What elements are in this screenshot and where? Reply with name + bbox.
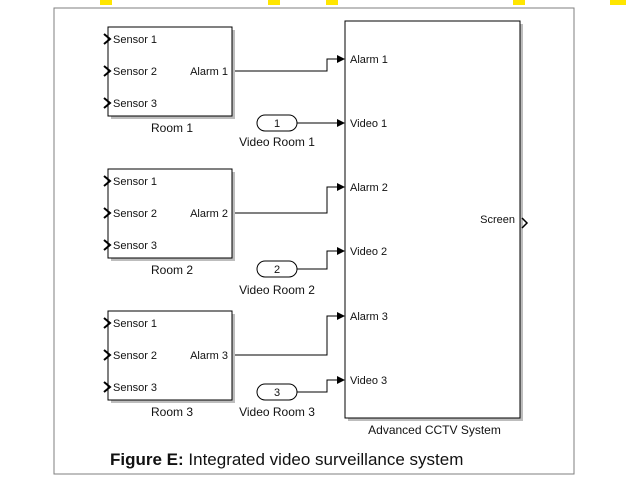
room-block-name: Room 2 — [151, 263, 193, 277]
room-block-3[interactable]: Sensor 1 Sensor 2 Sensor 3 Alarm 3 Room 3 — [103, 310, 235, 419]
video-signal-line — [297, 376, 345, 393]
cctv-input-label: Alarm 1 — [350, 54, 388, 66]
block-body — [107, 310, 233, 401]
cctv-input-label: Video 1 — [350, 118, 387, 130]
room-block-name: Room 1 — [151, 121, 193, 135]
video-signal-line — [297, 247, 345, 270]
cctv-output-label: Screen — [480, 214, 515, 226]
inport-name: Video Room 1 — [239, 135, 315, 149]
inport-number: 1 — [274, 118, 280, 130]
alarm-signal-line — [232, 183, 345, 214]
highlight-mark — [268, 0, 280, 5]
caption-label: Figure E: — [110, 450, 184, 469]
input-port-label: Sensor 1 — [113, 176, 157, 188]
inport-oval — [256, 383, 298, 401]
highlight-mark — [610, 0, 626, 5]
alarm-signal-line — [232, 55, 345, 72]
inport-name: Video Room 2 — [239, 283, 315, 297]
highlight-mark — [100, 0, 112, 5]
alarm-signal-line — [232, 312, 345, 356]
highlight-mark — [326, 0, 338, 5]
room-block-name: Room 3 — [151, 405, 193, 419]
inport-name: Video Room 3 — [239, 405, 315, 419]
input-port-label: Sensor 2 — [113, 208, 157, 220]
inport-chevron-icon — [103, 239, 112, 251]
cctv-block-name: Advanced CCTV System — [368, 423, 501, 437]
inport-chevron-icon — [103, 317, 112, 329]
inport-chevron-icon — [103, 381, 112, 393]
output-port-label: Alarm 3 — [190, 350, 228, 362]
block-body — [344, 20, 521, 419]
cctv-block[interactable]: Alarm 1 Video 1 Alarm 2 Video 2 Alarm 3 Video… — [344, 20, 529, 437]
inport-oval — [256, 114, 298, 132]
room-block-2[interactable]: Sensor 1 Sensor 2 Sensor 3 Alarm 2 Room 2 — [103, 168, 235, 277]
inport-oval — [256, 260, 298, 278]
cctv-input-label: Alarm 2 — [350, 182, 388, 194]
caption-text: Integrated video surveillance system — [184, 450, 464, 469]
cctv-input-label: Video 2 — [350, 246, 387, 258]
outport-arrow-icon — [521, 217, 529, 229]
input-port-label: Sensor 1 — [113, 34, 157, 46]
output-port-label: Alarm 2 — [190, 208, 228, 220]
signal-lines — [232, 55, 345, 393]
inport-chevron-icon — [103, 349, 112, 361]
input-port-label: Sensor 2 — [113, 66, 157, 78]
inport-chevron-icon — [103, 33, 112, 45]
input-port-label: Sensor 3 — [113, 98, 157, 110]
figure-caption: Figure E: Integrated video surveillance … — [110, 450, 463, 469]
inport-number: 3 — [274, 387, 280, 399]
inport-chevron-icon — [103, 175, 112, 187]
figure-frame — [53, 7, 575, 475]
block-body — [107, 26, 233, 117]
inport-chevron-icon — [103, 97, 112, 109]
input-port-label: Sensor 2 — [113, 350, 157, 362]
cctv-input-label: Video 3 — [350, 375, 387, 387]
highlight-mark — [513, 0, 525, 5]
inport-chevron-icon — [103, 207, 112, 219]
input-port-label: Sensor 1 — [113, 318, 157, 330]
cctv-input-label: Alarm 3 — [350, 311, 388, 323]
input-port-label: Sensor 3 — [113, 382, 157, 394]
inport-chevron-icon — [103, 65, 112, 77]
inport-number: 2 — [274, 264, 280, 276]
block-body — [107, 168, 233, 259]
room-block-1[interactable]: Sensor 1 Sensor 2 Sensor 3 Alarm 1 Room 1 — [103, 26, 235, 135]
output-port-label: Alarm 1 — [190, 66, 228, 78]
input-port-label: Sensor 3 — [113, 240, 157, 252]
